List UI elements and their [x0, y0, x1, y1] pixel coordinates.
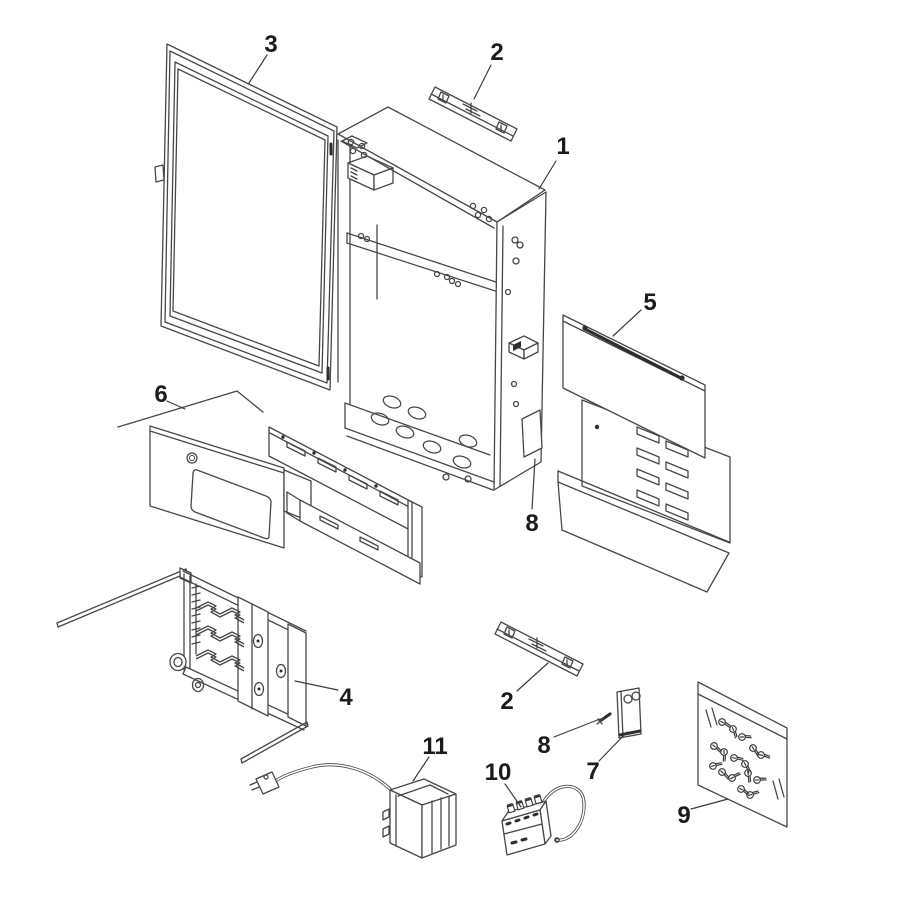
callout-2-upper: 2	[490, 39, 503, 66]
wire-connector	[255, 771, 280, 795]
cabinet-latch	[508, 335, 539, 360]
callout-8-upper: 8	[525, 510, 538, 537]
part-10-terminal-block	[501, 784, 586, 856]
callout-9: 9	[677, 802, 690, 829]
cabinet-rating-label	[521, 409, 543, 458]
callout-11: 11	[422, 733, 447, 760]
cover-panel	[562, 314, 706, 459]
cabinet-bottom-knockout-tray	[344, 395, 495, 491]
part-5-side-panel-group	[557, 314, 731, 593]
callout-6: 6	[154, 381, 167, 408]
callout-2-lower: 2	[500, 688, 513, 715]
door-latch-tab	[154, 164, 165, 183]
part-9-hardware-bag	[697, 681, 788, 828]
part-2-mounting-bracket-upper	[428, 86, 518, 142]
callout-8-lower: 8	[537, 732, 550, 759]
part-11-transformer	[249, 763, 457, 859]
callout-4: 4	[339, 684, 353, 711]
part-7-small-plate	[616, 687, 642, 739]
cabinet-top-face	[337, 106, 546, 229]
cabinet-interior-bracket	[347, 155, 394, 191]
callout-3: 3	[264, 31, 277, 58]
breaker-slot-grid	[636, 426, 689, 521]
callout-7: 7	[586, 758, 599, 785]
threaded-rod	[169, 583, 201, 672]
bottom-trim-panel	[557, 470, 730, 593]
part-2-mounting-bracket-lower	[494, 621, 584, 677]
callout-5: 5	[643, 289, 656, 316]
callout-1: 1	[556, 133, 569, 160]
rod-upper	[56, 568, 188, 628]
part-6-inner-panel-set	[117, 390, 423, 585]
zigzag-clips	[195, 601, 245, 672]
part-4-bracket-assembly	[56, 567, 309, 764]
part-3-door-frame	[154, 43, 338, 391]
callout-leader-lines	[166, 54, 729, 810]
rod-lower	[240, 721, 309, 764]
cabinet-right-panel	[493, 191, 547, 491]
cabinet-shelf	[346, 232, 518, 299]
knob	[169, 652, 187, 672]
callout-10: 10	[485, 759, 512, 786]
callout-labels: 3 2 1 5 6 8 4 2 8 7 10 11 9	[154, 31, 690, 829]
part-1-cabinet-enclosure	[337, 106, 547, 491]
